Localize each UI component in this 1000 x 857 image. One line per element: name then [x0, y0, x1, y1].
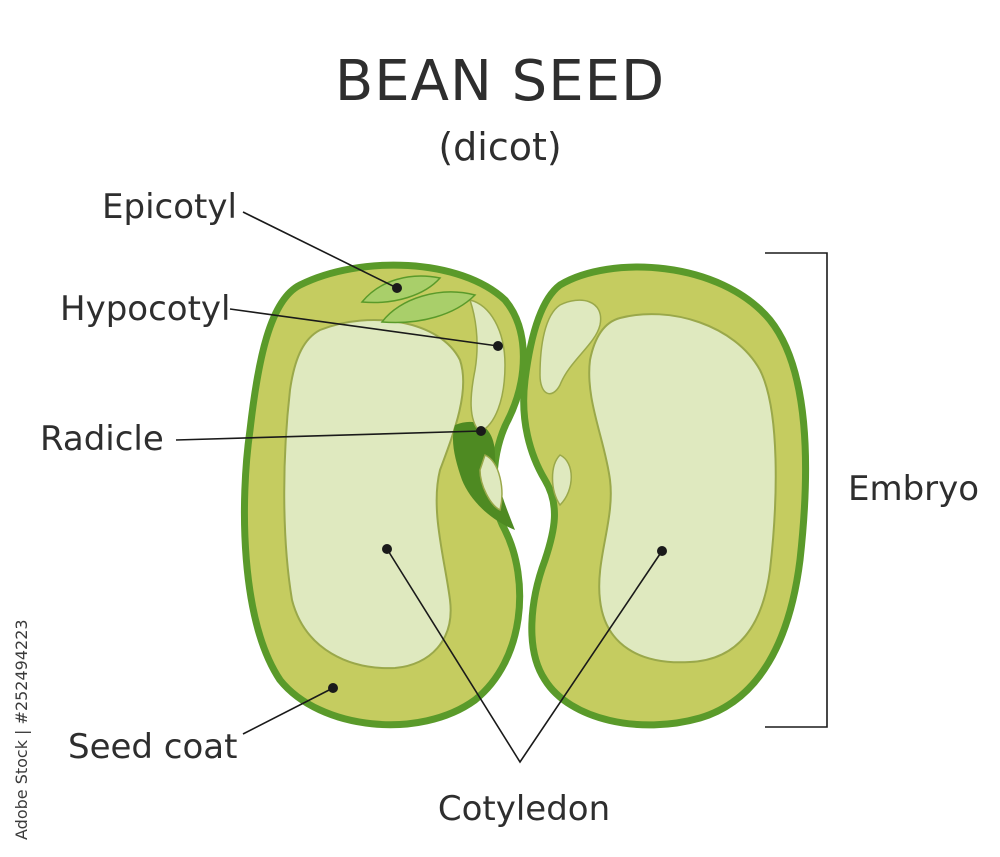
epicotyl-dot: [392, 283, 402, 293]
cotyledon-leader: [386, 548, 663, 764]
label-hypocotyl: Hypocotyl: [60, 289, 230, 329]
right-cotyledon-inner: [588, 313, 777, 664]
cotyledon-dot-right: [657, 546, 667, 556]
label-epicotyl: Epicotyl: [102, 187, 237, 227]
diagram-title: BEAN SEED: [335, 49, 665, 114]
label-radicle: Radicle: [40, 419, 164, 459]
embryo-bracket: [765, 252, 828, 728]
right-notch: [551, 454, 572, 507]
left-seed-half: [240, 261, 527, 729]
radicle-leader: [175, 430, 482, 441]
seed-coat-leader: [242, 687, 334, 735]
epicotyl-leaf-2: [380, 291, 477, 324]
label-seed-coat: Seed coat: [68, 727, 237, 767]
epicotyl-leader: [242, 211, 398, 289]
stock-watermark: Adobe Stock | #252494223: [12, 619, 31, 840]
hypocotyl-leader: [229, 308, 499, 347]
diagram-subtitle: (dicot): [438, 125, 561, 169]
right-seed-half: [520, 263, 810, 729]
left-cotyledon-inner: [283, 319, 465, 670]
hypocotyl-dot: [493, 341, 503, 351]
cotyledon-dot-left: [382, 544, 392, 554]
label-embryo: Embryo: [848, 469, 979, 509]
right-upper-pocket: [539, 299, 602, 395]
radicle-dot: [476, 426, 486, 436]
left-notch: [479, 453, 503, 512]
seed-coat-dot: [328, 683, 338, 693]
label-cotyledon: Cotyledon: [438, 789, 610, 829]
